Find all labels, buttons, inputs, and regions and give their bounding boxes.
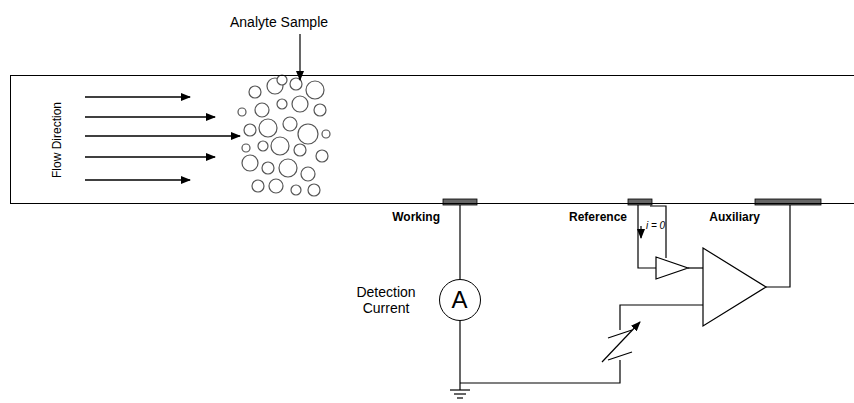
analyte-bubbles bbox=[238, 75, 330, 196]
flow-channel: Flow Direction bbox=[10, 75, 854, 204]
buffer-amplifier bbox=[656, 257, 688, 279]
current-note: i = 0 bbox=[646, 220, 665, 232]
flow-arrows bbox=[85, 97, 240, 180]
working-electrode bbox=[443, 199, 477, 205]
electrode-label: Auxiliary bbox=[709, 211, 760, 225]
wires bbox=[460, 205, 790, 383]
ammeter-circle: A bbox=[439, 279, 481, 321]
leader-arrow bbox=[299, 34, 300, 80]
electrode-label: Working bbox=[392, 211, 440, 225]
variable-resistor bbox=[602, 322, 640, 362]
ground-symbol bbox=[450, 383, 470, 398]
sample-label: Analyte Sample bbox=[230, 14, 328, 30]
ammeter-symbol: A bbox=[451, 286, 467, 314]
flow-label: Flow Direction bbox=[51, 102, 65, 178]
auxiliary-electrode bbox=[755, 199, 821, 205]
op-amp bbox=[703, 248, 766, 326]
detection-label: Detection Current bbox=[341, 284, 431, 316]
electrode-label: Reference bbox=[569, 211, 627, 225]
reference-electrode bbox=[628, 199, 652, 205]
